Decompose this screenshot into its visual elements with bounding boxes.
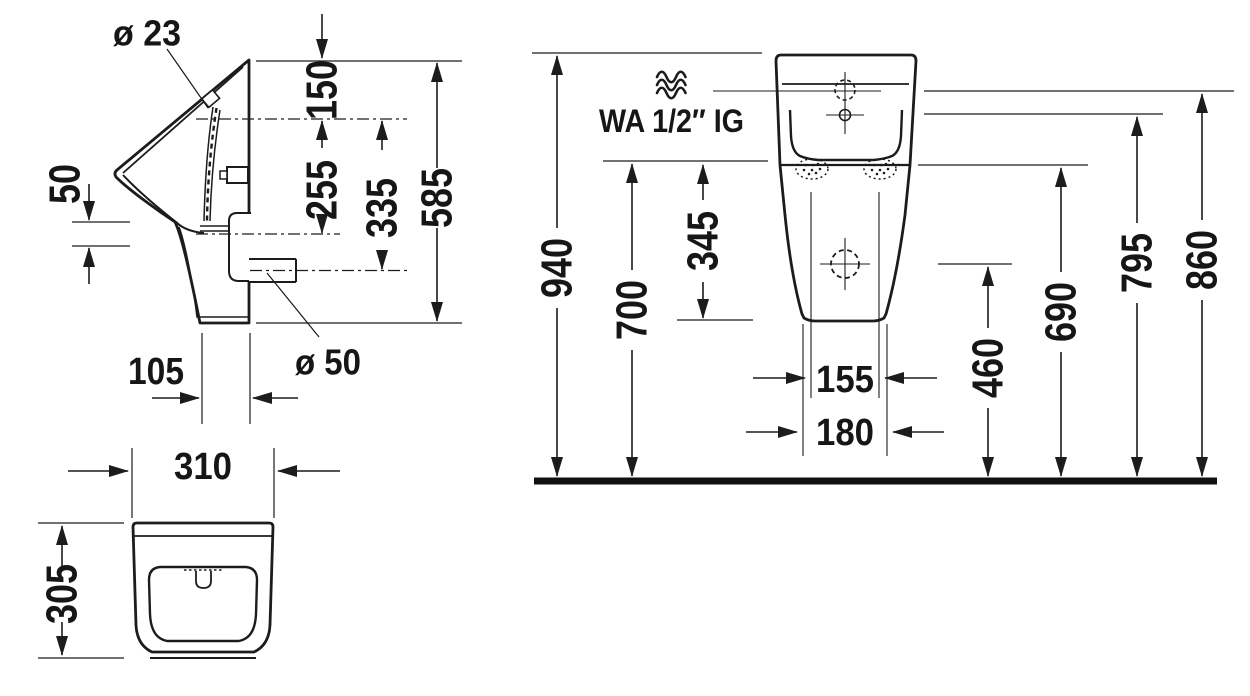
dim-150-255-group: 150 255 (298, 14, 347, 234)
triple-wave-icon (655, 70, 687, 100)
water-inlet-hole (713, 72, 881, 134)
side-inner-front (178, 226, 249, 318)
hole-diameter-label: ø 23 (113, 13, 181, 54)
dim-305-group: 305 (38, 522, 124, 659)
drain-ext-lines-155 (810, 192, 880, 398)
dim-label-940: 940 (533, 238, 582, 298)
dim-label-700: 700 (608, 280, 657, 340)
front-bowl-rim (788, 109, 904, 162)
outlet-diameter-label: ø 50 (295, 342, 361, 383)
dim-label-310: 310 (174, 446, 232, 488)
urinal-front-outline (774, 53, 918, 323)
urinal-side-profile (113, 58, 251, 325)
fixing-patch-left (795, 158, 829, 180)
dim-label-150: 150 (298, 60, 347, 120)
outlet-pipe-fill (249, 259, 296, 282)
dim-940-group: 940 (533, 55, 582, 477)
dim-label-335: 335 (358, 178, 407, 238)
dim-label-460: 460 (964, 338, 1013, 398)
dim-label-860: 860 (1178, 230, 1227, 290)
fixing-patch-right (863, 158, 897, 180)
dim-335-group: 335 (358, 120, 407, 270)
supply-fitting-neck (219, 170, 228, 180)
water-connection-label: WA 1/2″ IG (599, 103, 744, 139)
dim-label-50: 50 (41, 164, 90, 204)
dim-50-group: 50 (41, 164, 95, 284)
dim-label-105: 105 (128, 351, 184, 393)
water-supply-callout: WA 1/2″ IG (599, 70, 744, 139)
outlet-hole (820, 238, 870, 290)
plan-drain (195, 571, 212, 589)
front-view: 155 180 WA 1/2″ IG 940 (532, 52, 1234, 485)
outlet-diameter-callout: ø 50 (266, 272, 361, 383)
dim-460-group: 460 (964, 266, 1013, 477)
flush-channel-inner (209, 109, 221, 222)
side-view: 150 255 335 585 50 105 (41, 13, 462, 424)
dim-label-795: 795 (1113, 233, 1162, 293)
siphon-trap (228, 212, 251, 282)
dim-690-group: 690 (1037, 167, 1086, 477)
dim-585-group: 585 (413, 62, 462, 322)
dim-795-group: 795 (1113, 116, 1162, 477)
dim-310-group: 310 (68, 446, 340, 518)
dim-label-690: 690 (1037, 282, 1086, 342)
dim-860-group: 860 (1178, 93, 1227, 477)
dim-345-group: 345 (679, 164, 728, 319)
hole-diameter-callout: ø 23 (113, 13, 209, 109)
side-bowl-curve (122, 174, 205, 234)
dim-180-group: 180 (746, 412, 944, 454)
side-inner-rim (122, 66, 244, 174)
dim-label-585: 585 (413, 168, 462, 228)
flush-channel-outer (203, 106, 214, 222)
dim-105-group: 105 (128, 351, 298, 404)
dim-700-group: 700 (608, 163, 657, 477)
ext-lines-180 (802, 324, 888, 456)
supply-fitting (226, 166, 249, 184)
dim-label-255: 255 (298, 160, 347, 220)
dim-155-group: 155 (753, 359, 937, 401)
dim-label-345: 345 (679, 211, 728, 271)
dim-label-305: 305 (38, 564, 87, 624)
plan-bowl (147, 565, 259, 643)
dim-label-155: 155 (816, 359, 874, 401)
plan-view: 310 305 (38, 446, 340, 659)
dim-label-180: 180 (816, 412, 874, 454)
